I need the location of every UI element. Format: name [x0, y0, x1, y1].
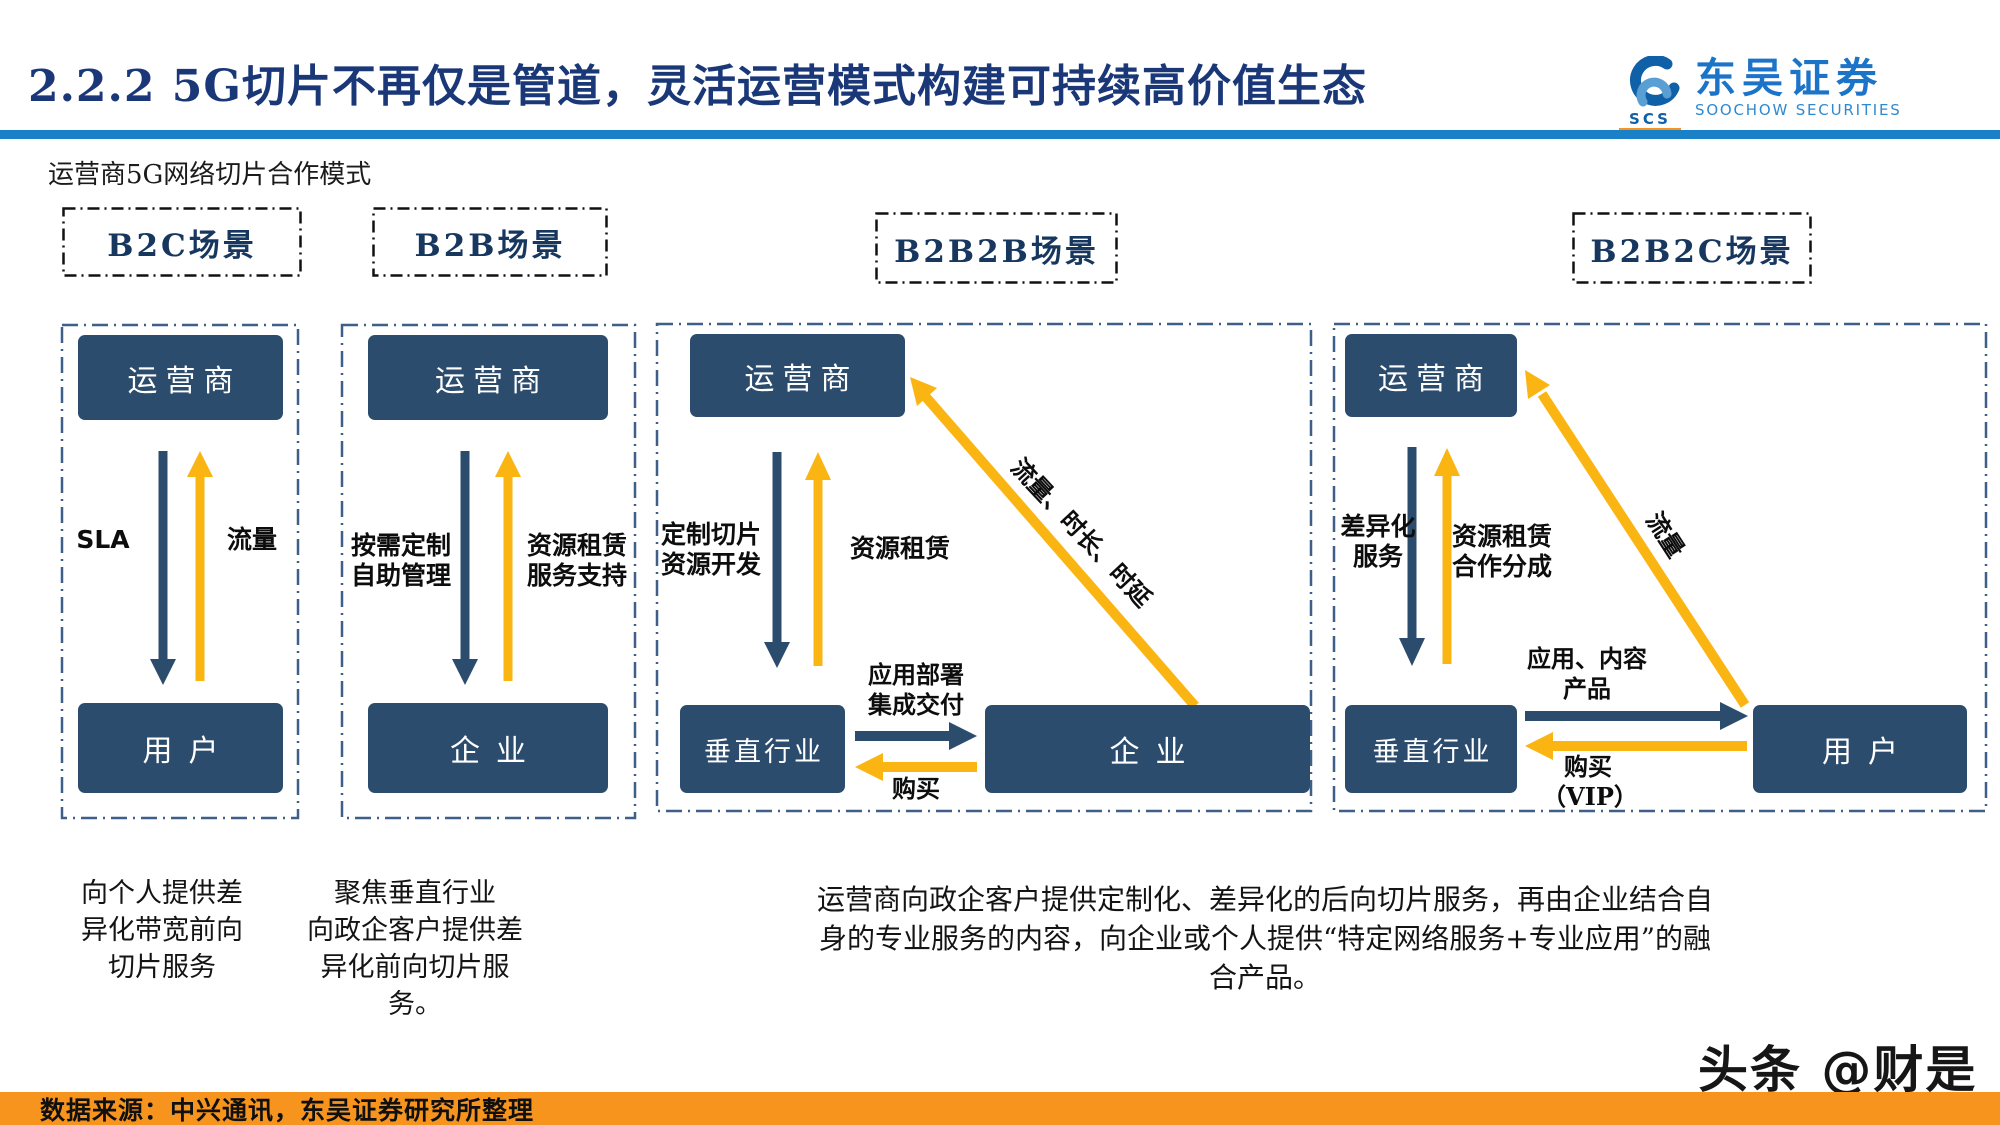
- node-enterprise: 企业: [368, 703, 608, 793]
- caption-b2b: 聚焦垂直行业 向政企客户提供差 异化前向切片服 务。: [307, 878, 523, 1020]
- scenario-label-b2b2c: B2B2C场景: [1572, 212, 1812, 284]
- custom-slice-label: 定制切片 资源开发: [660, 520, 761, 579]
- scenario-label-b2b-text: B2B场景: [414, 227, 566, 264]
- sla-label: SLA: [76, 525, 130, 554]
- soochow-logo-icon: [1630, 56, 1680, 107]
- scenario-label-b2b2c-text: B2B2C场景: [1590, 233, 1794, 270]
- watermark: 头条 @财是: [1698, 1041, 1978, 1099]
- panel-b2c: 运营商 用户 SLA 流量: [60, 323, 300, 820]
- deploy-deliver-label: 应用部署 集成交付: [868, 660, 964, 719]
- node-vertical-industry: 垂直行业: [680, 705, 845, 793]
- footer-bar: 数据来源：中兴通讯，东吴证券研究所整理: [0, 1092, 2000, 1125]
- buy-vip-label: 购买 （VIP）: [1542, 752, 1638, 811]
- node-operator: 运营商: [1345, 334, 1517, 417]
- diff-service-label: 差异化 服务: [1340, 512, 1416, 571]
- brand-name-cn: 东吴证券: [1695, 54, 1883, 102]
- panel-b2b2c: 运营商 垂直行业 用户 差异化 服务 资源租赁 合作分成 流量 应用、内容 产品…: [1332, 322, 1988, 813]
- node-operator: 运营商: [78, 335, 283, 420]
- scenario-label-b2b: B2B场景: [372, 207, 608, 277]
- traffic-duration-latency-label: 流量、时长、时延: [1005, 452, 1158, 613]
- page-title: 2.2.2 5G切片不再仅是管道，灵活运营模式构建可持续高价值生态: [28, 61, 1367, 112]
- logo-abbr: SCS: [1629, 110, 1671, 128]
- footer-source: 数据来源：中兴通讯，东吴证券研究所整理: [40, 1095, 535, 1125]
- brand-logo: SCS 东吴证券 SOOCHOW SECURITIES: [1615, 56, 1902, 133]
- caption-b2c: 向个人提供差 异化带宽前向 切片服务: [81, 878, 243, 983]
- node-user: 用户: [1753, 705, 1967, 793]
- node-vertical-industry: 垂直行业: [1345, 705, 1517, 793]
- scenario-label-b2c-text: B2C场景: [107, 227, 257, 264]
- diagram-title: 运营商5G网络切片合作模式: [48, 160, 372, 190]
- buy-label: 购买: [892, 774, 940, 803]
- traffic-label: 流量: [1640, 506, 1691, 563]
- logo-icon-column: SCS: [1615, 56, 1685, 133]
- node-operator: 运营商: [368, 335, 608, 420]
- scenario-label-b2c: B2C场景: [62, 207, 302, 277]
- caption-b2b2x: 运营商向政企客户提供定制化、差异化的后向切片服务，再由企业结合自 身的专业服务的…: [816, 883, 1713, 994]
- panel-b2b2b: 运营商 垂直行业 企业 定制切片 资源开发 资源租赁 流量、时长、时延 应用部署…: [655, 322, 1313, 813]
- scenario-label-b2b2b-text: B2B2B场景: [894, 233, 1099, 270]
- resource-lease-label: 资源租赁: [849, 534, 950, 563]
- node-enterprise: 企业: [985, 705, 1310, 793]
- lease-share-label: 资源租赁 合作分成: [1451, 522, 1552, 581]
- scenario-label-b2b2b: B2B2B场景: [875, 212, 1118, 284]
- header-rule: [0, 130, 2000, 139]
- app-content-label: 应用、内容 产品: [1527, 644, 1647, 703]
- lease-support-label: 资源租赁 服务支持: [526, 531, 627, 590]
- panel-b2b: 运营商 企业 按需定制 自助管理 资源租赁 服务支持: [340, 323, 637, 820]
- node-operator: 运营商: [690, 334, 905, 417]
- brand-name-en: SOOCHOW SECURITIES: [1695, 101, 1902, 119]
- logo-text-column: 东吴证券 SOOCHOW SECURITIES: [1695, 56, 1902, 120]
- node-user: 用户: [78, 703, 283, 793]
- traffic-label: 流量: [226, 525, 277, 554]
- ondemand-label: 按需定制 自助管理: [350, 531, 451, 590]
